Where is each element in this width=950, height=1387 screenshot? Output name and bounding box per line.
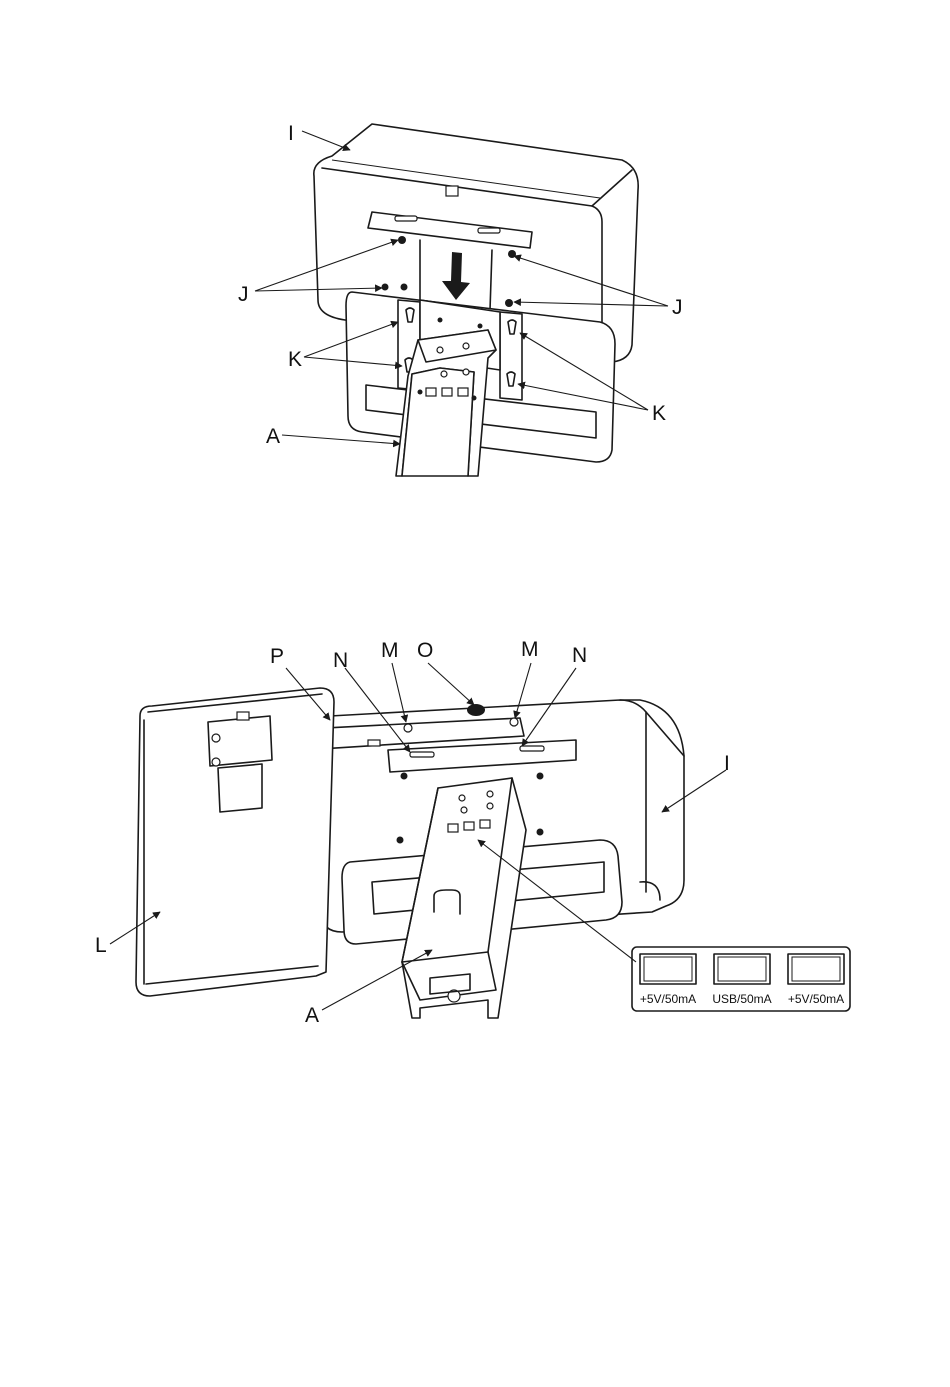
port-label-3: +5V/50mA bbox=[788, 992, 844, 1006]
top-figure-drawing bbox=[255, 124, 668, 476]
label-I-top: I bbox=[288, 122, 294, 145]
bottom-figure-drawing bbox=[110, 663, 850, 1018]
label-A-bottom: A bbox=[305, 1004, 319, 1027]
port-2-icon bbox=[714, 954, 770, 984]
cable-grommet bbox=[467, 704, 485, 716]
label-M-left: M bbox=[381, 639, 399, 662]
label-M-right: M bbox=[521, 638, 539, 661]
label-L: L bbox=[95, 934, 107, 957]
label-J-left: J bbox=[238, 283, 249, 306]
label-K-right: K bbox=[652, 402, 666, 425]
label-O: O bbox=[417, 639, 433, 662]
label-J-right: J bbox=[672, 296, 683, 319]
label-K-left: K bbox=[288, 348, 302, 371]
label-I-bottom: I bbox=[724, 752, 730, 775]
label-N-right: N bbox=[572, 644, 587, 667]
label-N-left: N bbox=[333, 649, 348, 672]
label-P: P bbox=[270, 645, 284, 668]
port-label-2: USB/50mA bbox=[712, 992, 771, 1006]
port-label-1: +5V/50mA bbox=[640, 992, 696, 1006]
port-1-icon bbox=[640, 954, 696, 984]
port-3-icon bbox=[788, 954, 844, 984]
label-A-top: A bbox=[266, 425, 280, 448]
